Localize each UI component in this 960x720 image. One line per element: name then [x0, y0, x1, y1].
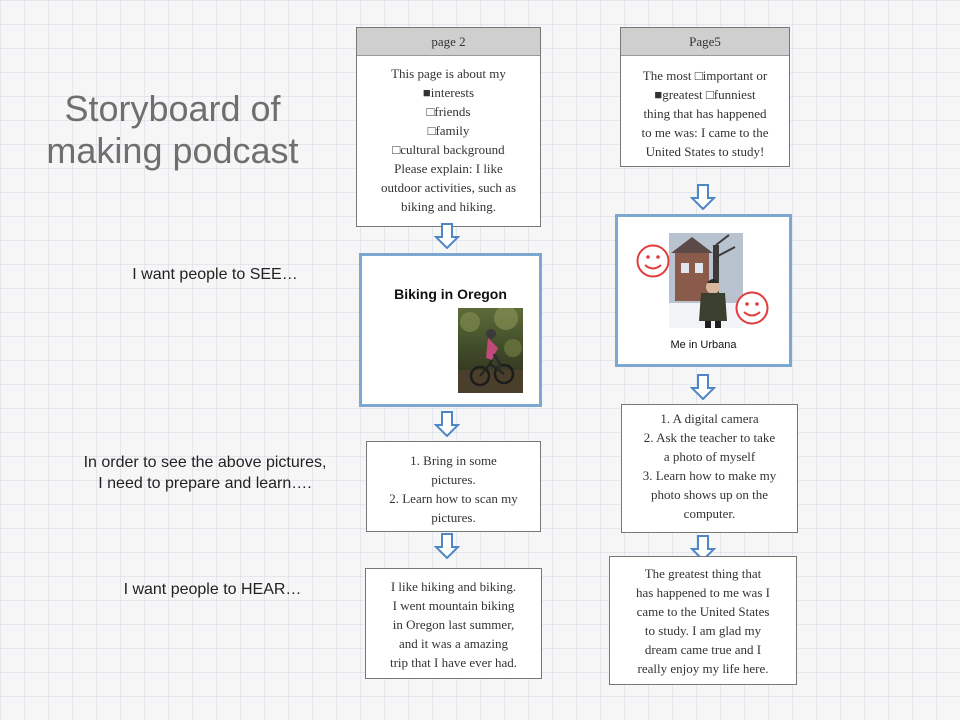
page2-line: □family: [427, 123, 470, 138]
page5-header: Page5: [621, 28, 789, 56]
right-prepare-line: 3. Learn how to make my: [642, 468, 777, 483]
down-arrow-icon: [690, 374, 716, 400]
left-hear-line: I went mountain biking: [392, 598, 515, 613]
down-arrow-icon: [434, 411, 460, 437]
right-hear-line: has happened to me was I: [636, 585, 770, 600]
down-arrow-icon: [434, 223, 460, 249]
page2-line: □friends: [426, 104, 471, 119]
page2-line: □cultural background: [392, 142, 505, 157]
left-hear-body: I like hiking and biking. I went mountai…: [366, 569, 541, 680]
page2-body: This page is about my ■interests □friend…: [357, 56, 540, 224]
down-arrow-icon: [434, 533, 460, 559]
prepare-label-line-1: In order to see the above pictures,: [83, 454, 327, 471]
urbana-photo: [669, 233, 743, 328]
right-hear-line: came to the United States: [636, 604, 770, 619]
left-prepare-body: 1. Bring in some pictures. 2. Learn how …: [367, 442, 540, 535]
page2-line: ■interests: [422, 85, 475, 100]
left-prepare-line: pictures.: [431, 510, 476, 525]
down-arrow-icon: [690, 184, 716, 210]
right-hear-line: dream came true and I: [644, 642, 762, 657]
prepare-label-line-2: I need to prepare and learn….: [98, 475, 312, 492]
page2-line: This page is about my: [391, 66, 506, 81]
left-prepare-box: 1. Bring in some pictures. 2. Learn how …: [366, 441, 541, 532]
right-hear-line: really enjoy my life here.: [637, 661, 769, 676]
page5-line: United States to study!: [645, 144, 765, 159]
smiley-face-icon: [735, 291, 769, 325]
biking-picture-frame: Biking in Oregon: [359, 253, 542, 407]
right-prepare-line: photo shows up on the: [651, 487, 768, 502]
prepare-label: In order to see the above pictures, I ne…: [55, 452, 355, 494]
left-hear-line: and it was a amazing: [398, 636, 508, 651]
urbana-picture-frame: Me in Urbana: [615, 214, 792, 367]
page5-body: The most □important or ■greatest □funnie…: [621, 56, 789, 169]
right-hear-line: The greatest thing that: [644, 566, 762, 581]
page2-line: biking and hiking.: [401, 199, 496, 214]
right-prepare-line: 1. A digital camera: [660, 411, 759, 426]
right-hear-body: The greatest thing that has happened to …: [610, 557, 796, 686]
page2-line: Please explain: I like: [394, 161, 503, 176]
page5-box: Page5 The most □important or ■greatest □…: [620, 27, 790, 167]
left-hear-line: I like hiking and biking.: [390, 579, 517, 594]
urbana-caption: Me in Urbana: [670, 339, 737, 351]
down-arrow-icon: [690, 535, 716, 561]
storyboard-title: Storyboard of making podcast: [40, 88, 305, 172]
right-prepare-box: 1. A digital camera 2. Ask the teacher t…: [621, 404, 798, 533]
right-prepare-line: a photo of myself: [663, 449, 756, 464]
page5-line: ■greatest □funniest: [654, 87, 756, 102]
page5-line: to me was: I came to the: [641, 125, 769, 140]
right-hear-line: to study. I am glad my: [644, 623, 762, 638]
left-hear-box: I like hiking and biking. I went mountai…: [365, 568, 542, 679]
right-prepare-body: 1. A digital camera 2. Ask the teacher t…: [622, 405, 797, 531]
left-prepare-line: pictures.: [431, 472, 476, 487]
page2-header: page 2: [357, 28, 540, 56]
page5-line: The most □important or: [642, 68, 768, 83]
smiley-face-icon: [636, 244, 670, 278]
left-prepare-line: 1. Bring in some: [410, 453, 497, 468]
page2-line: outdoor activities, such as: [380, 180, 517, 195]
see-label: I want people to SEE…: [132, 266, 298, 283]
left-prepare-line: 2. Learn how to scan my: [389, 491, 518, 506]
left-hear-line: in Oregon last summer,: [392, 617, 515, 632]
page5-line: thing that has happened: [643, 106, 767, 121]
biking-caption: Biking in Oregon: [394, 286, 507, 302]
title-line-1: Storyboard of: [64, 88, 281, 129]
title-line-2: making podcast: [46, 130, 299, 171]
left-hear-line: trip that I have ever had.: [389, 655, 518, 670]
right-prepare-line: computer.: [683, 506, 736, 521]
right-prepare-line: 2. Ask the teacher to take: [643, 430, 776, 445]
biking-photo: [458, 308, 523, 393]
hear-label: I want people to HEAR…: [123, 581, 302, 598]
page2-box: page 2 This page is about my ■interests …: [356, 27, 541, 227]
right-hear-box: The greatest thing that has happened to …: [609, 556, 797, 685]
